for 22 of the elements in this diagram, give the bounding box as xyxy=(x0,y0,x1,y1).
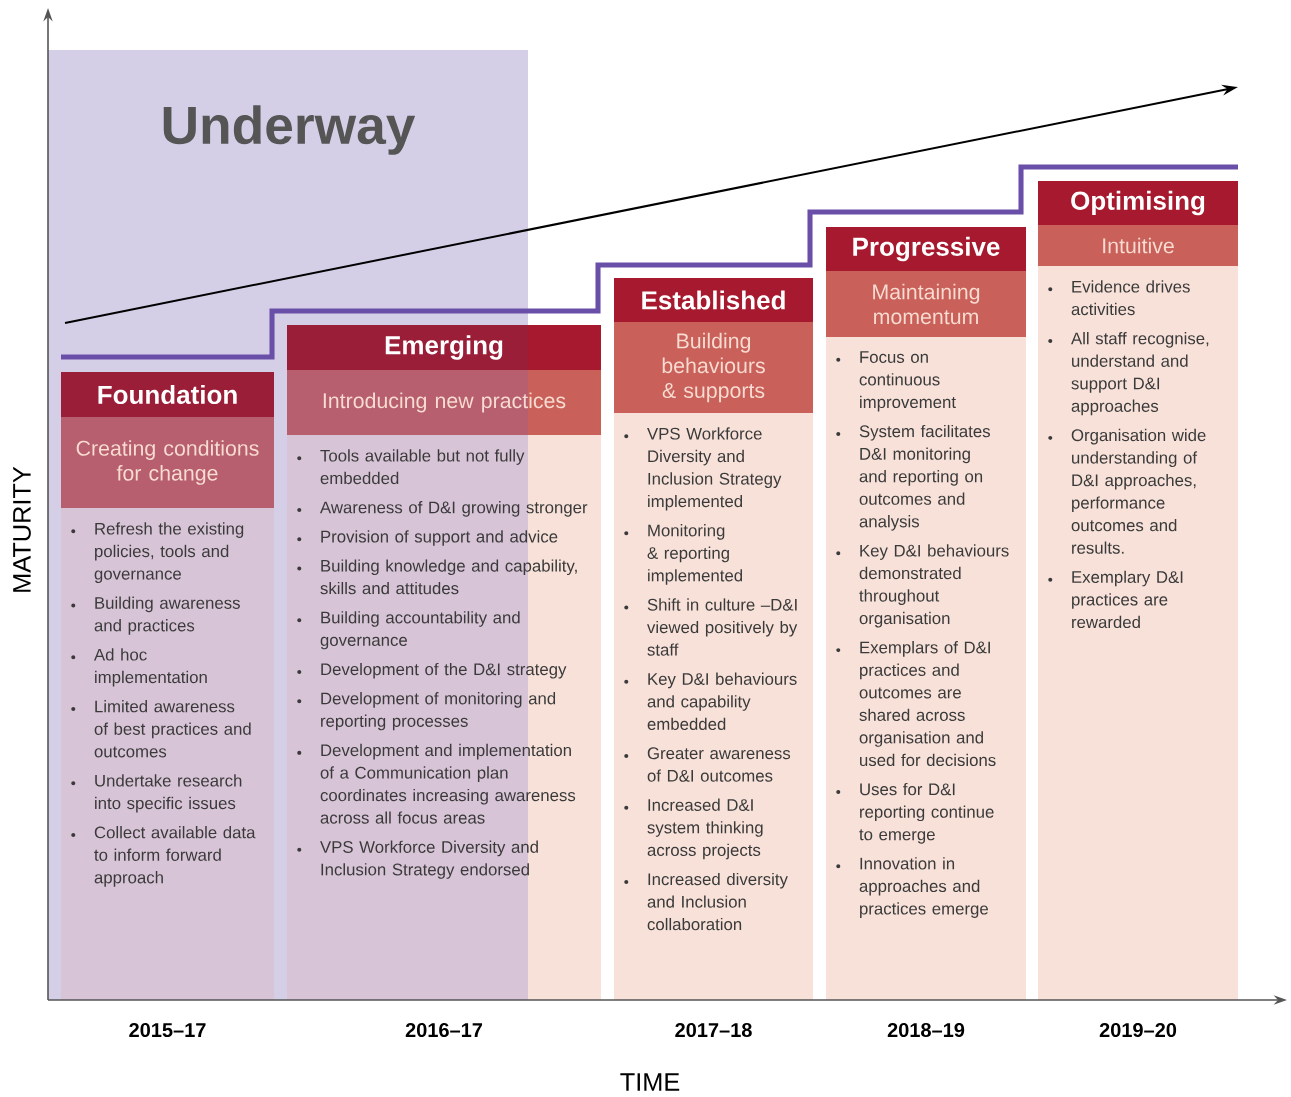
axis-title: MATURITY xyxy=(13,466,31,592)
stage-panel: Focus on continuous improvement System facilitates D&I monitoring and reporting on outcomes and analysis Key D&I behaviours demonstrated throughout organisation Exemplars of D&I practices and outcomes are shared across organisation and used for decisions Uses for D&I reporting continue to emerge Innovation in approaches and practices emerge xyxy=(826,337,1026,1000)
stage-header: Emerging xyxy=(287,325,601,370)
stage-subheader: Introducing new practices xyxy=(287,370,601,435)
axis-title: TIME xyxy=(620,1073,680,1091)
stage-header: Established xyxy=(614,278,813,322)
stage-panel: VPS Workforce Diversity and Inclusion Strategy implemented Monitoring & reporting implemented Shift in culture –D&I viewed positively by staff Key D&I behaviours and capability embedded Greater awareness of D&I outcomes Increased D&I system thinking across projects Increased diversity and Inclusion collaboration xyxy=(614,413,813,1000)
year-label: 2016–17 xyxy=(405,1022,483,1038)
stage-panel: Refresh the existing policies, tools and governance Building awareness and practices Ad hoc implementation Limited awareness of best practices and outcomes Undertake research into specific issues Collect available data to inform forward approach xyxy=(61,508,274,1000)
stage-header: Foundation xyxy=(61,372,274,417)
stage-subheader: Maintaining momentum xyxy=(826,271,1026,337)
stage-subheader: Building behaviours & supports xyxy=(614,322,813,413)
year-label: 2015–17 xyxy=(129,1022,206,1038)
year-label: 2018–19 xyxy=(887,1022,965,1038)
stage-header: Progressive xyxy=(826,227,1026,271)
stage-panel: Evidence drives activities All staff recognise, understand and support D&I approaches Organisation wide understanding of D&I approaches, performance outcomes and results. Exemplary D&I practices are rewarded xyxy=(1038,266,1238,1000)
year-label: 2017–18 xyxy=(675,1022,752,1038)
stage-panel: Tools available but not fully embedded Awareness of D&I growing stronger Provision of support and advice Building knowledge and capability, skills and attitudes Building accountability and governance Development of the D&I strategy Development of monitoring and reporting processes Development and implementation of a Communication plan coordinates increasing awareness across all focus areas VPS Workforce Diversity and Inclusion Strategy endorsed xyxy=(287,435,601,1000)
stage-subheader: Intuitive xyxy=(1038,225,1238,266)
stage-header: Optimising xyxy=(1038,181,1238,225)
stage-subheader: Creating conditions for change xyxy=(61,417,274,508)
year-label: 2019–20 xyxy=(1099,1022,1177,1038)
